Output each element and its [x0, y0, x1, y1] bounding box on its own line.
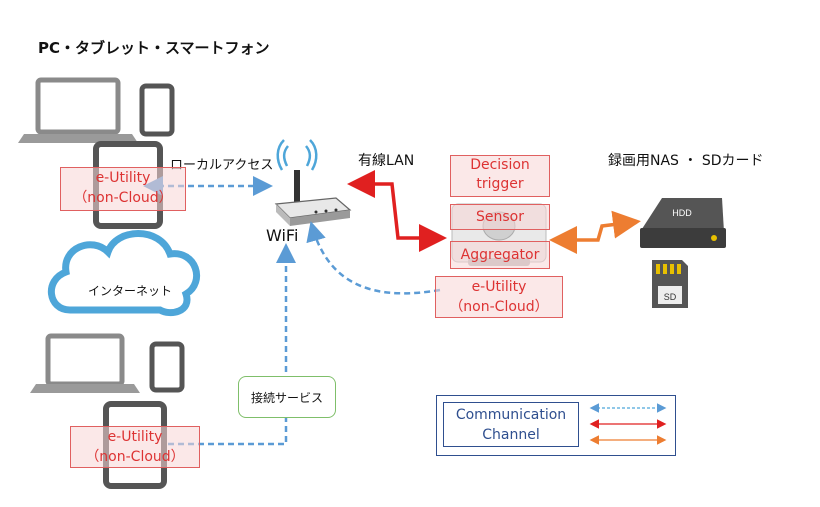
- legend-title-box: Communication Channel: [443, 402, 579, 447]
- nas-sd-label: 録画用NAS ・ SDカード: [608, 153, 764, 169]
- laptop-icon-bottom: [30, 333, 140, 393]
- wired-lan-label: 有線LAN: [358, 153, 415, 169]
- eutility-box-top: e-Utility （non-Cloud）: [60, 167, 186, 211]
- sd-card-icon: [652, 260, 688, 308]
- sensor-box: Sensor: [450, 204, 550, 230]
- eutility-right-line2: （non-Cloud）: [449, 299, 549, 315]
- aggregator-label: Aggregator: [460, 247, 540, 263]
- internet-cloud-icon: [47, 230, 200, 317]
- internet-label: インターネット: [88, 284, 173, 298]
- laptop-icon-top: [18, 77, 138, 143]
- eutility-right-line1: e-Utility: [471, 279, 527, 295]
- sd-label: SD: [664, 292, 677, 302]
- wifi-label: WiFi: [266, 226, 299, 245]
- connection-service-box: 接続サービス: [238, 376, 336, 418]
- decision-trigger-box: Decision trigger: [450, 155, 550, 197]
- hdd-label: HDD: [672, 208, 692, 218]
- eutility-box-bottom: e-Utility （non-Cloud）: [70, 426, 200, 468]
- local-access-label: ローカルアクセス: [170, 158, 274, 173]
- aggregator-box: Aggregator: [450, 241, 550, 269]
- eutility-top-line2: （non-Cloud）: [73, 190, 173, 206]
- page-title: PC・タブレット・スマートフォン: [38, 39, 270, 57]
- wifi-router-icon: [274, 139, 352, 226]
- legend-title-line2: Channel: [482, 427, 540, 443]
- hdd-icon: [640, 198, 726, 248]
- storage-arrow: [549, 210, 641, 254]
- legend-title-line1: Communication: [455, 407, 567, 423]
- decision-trigger-label: Decision trigger: [470, 157, 530, 192]
- smartphone-icon-bottom: [149, 341, 185, 393]
- eutility-box-right: e-Utility （non-Cloud）: [435, 276, 563, 318]
- eutility-bottom-line2: （non-Cloud）: [85, 449, 185, 465]
- wired-lan-arrow: [347, 170, 447, 252]
- sensor-label: Sensor: [476, 209, 524, 225]
- eutility-bottom-line1: e-Utility: [107, 429, 163, 445]
- sensor-to-router-arrow: [306, 221, 441, 295]
- eutility-top-line1: e-Utility: [95, 170, 151, 186]
- smartphone-icon-top: [139, 83, 175, 137]
- legend: Communication Channel: [436, 395, 676, 456]
